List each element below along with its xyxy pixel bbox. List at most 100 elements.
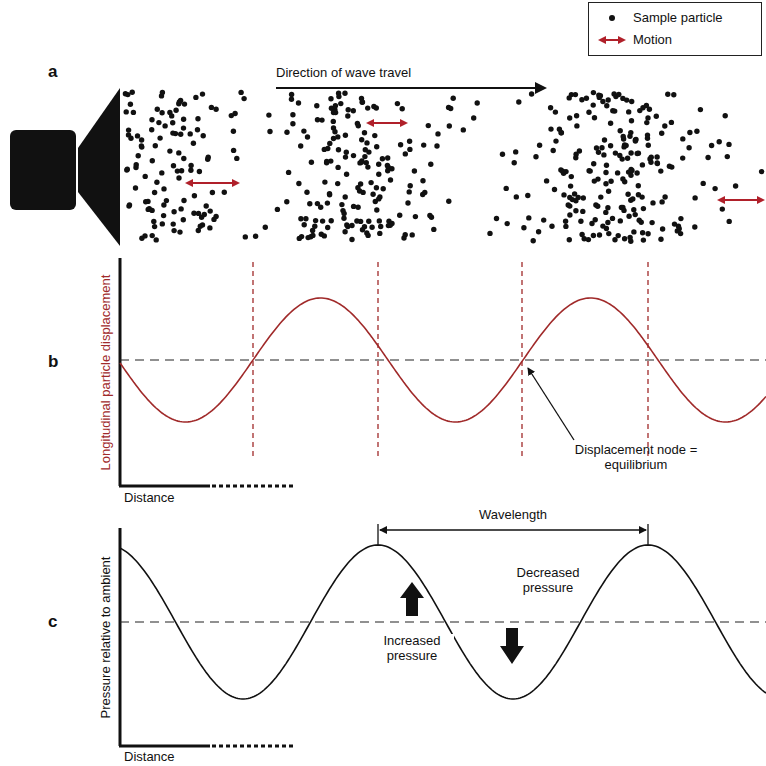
particle-dot <box>149 117 154 122</box>
particle-dot <box>567 115 572 120</box>
particle-dot <box>541 217 546 222</box>
particle-dot <box>400 106 405 111</box>
particle-dot <box>211 217 216 222</box>
particle-dot <box>408 183 413 188</box>
particle-dot <box>325 200 330 205</box>
particle-dot <box>175 168 180 173</box>
particle-dot <box>178 206 183 211</box>
particle-dot <box>686 145 691 150</box>
particle-dot <box>717 139 722 144</box>
particle-dot <box>525 193 530 198</box>
particle-dot <box>198 224 203 229</box>
particle-dot <box>629 99 634 104</box>
axis-label: Pressure relative to ambient <box>100 556 115 718</box>
particle-dot <box>723 113 728 118</box>
particle-dot <box>171 209 176 214</box>
particle-dot <box>336 94 341 99</box>
x-axis <box>119 745 210 748</box>
particle-dot <box>574 123 579 128</box>
particle-dot <box>526 215 531 220</box>
particle-dot <box>370 192 375 197</box>
particle-dot <box>231 148 236 153</box>
particle-dot <box>610 108 615 113</box>
particle-dot <box>333 103 338 108</box>
particle-dot <box>577 148 582 153</box>
particle-dot <box>635 151 640 156</box>
particle-dot <box>290 121 295 126</box>
particle-dot <box>592 115 597 120</box>
particle-dot <box>568 183 573 188</box>
direction-arrow <box>276 87 545 89</box>
particle-dot <box>620 156 625 161</box>
particle-dot <box>178 132 183 137</box>
particle-dot <box>155 107 160 112</box>
particle-dot <box>596 150 601 155</box>
particle-dot <box>422 190 427 195</box>
particle-dot <box>125 167 130 172</box>
particle-dot <box>604 103 609 108</box>
node-markers <box>253 262 648 458</box>
particle-dot <box>680 155 685 160</box>
particle-dot <box>709 143 714 148</box>
particle-dot <box>305 134 310 139</box>
particle-dot <box>188 131 193 136</box>
particle-dot <box>692 224 697 229</box>
particle-dot <box>351 204 356 209</box>
particle-dot <box>341 216 346 221</box>
particle-dot <box>410 232 415 237</box>
particle-dot <box>591 233 596 238</box>
particle-dot <box>344 222 349 227</box>
particle-dot <box>351 153 356 158</box>
particle-dot <box>601 152 606 157</box>
particle-dot <box>552 187 557 192</box>
particle-dot <box>376 172 381 177</box>
particle-dot <box>395 101 400 106</box>
particle-dot <box>544 178 549 183</box>
annotation-label: Displacement node = equilibrium <box>566 443 706 473</box>
particle-dot <box>374 144 379 149</box>
legend-row: Sample particle <box>589 7 761 29</box>
particle-dot <box>154 180 159 185</box>
particle-dot <box>606 97 611 102</box>
particle-dot <box>169 113 174 118</box>
particle-dot <box>381 186 386 191</box>
particle-dot <box>222 190 227 195</box>
particle-dot <box>128 102 133 107</box>
particle-dot <box>286 170 291 175</box>
particle-dot <box>563 219 568 224</box>
particle-dot <box>559 130 564 135</box>
particle-dot <box>188 163 193 168</box>
particle-dot <box>586 237 591 242</box>
particle-dot <box>665 92 670 97</box>
particle-dot <box>343 154 348 159</box>
particle-dot <box>177 229 182 234</box>
increase-arrow <box>400 582 424 616</box>
decrease-arrow <box>500 628 524 664</box>
particle-dot <box>159 110 164 115</box>
particle-dot <box>654 154 659 159</box>
particle-dot <box>626 214 631 219</box>
particle-dot <box>727 219 732 224</box>
particle-dot <box>640 230 645 235</box>
particle-dot <box>398 142 403 147</box>
particle-dot <box>698 107 703 112</box>
particle-dot <box>128 136 133 141</box>
particle-dot <box>720 206 725 211</box>
particle-dot <box>360 227 365 232</box>
particle-dot <box>197 169 202 174</box>
particle-dot <box>385 163 390 168</box>
particle-dot <box>631 229 636 234</box>
particle-dot <box>327 192 332 197</box>
particle-dot <box>160 221 165 226</box>
particle-dot <box>181 198 186 203</box>
particle-dot <box>368 180 373 185</box>
particle-dot <box>202 212 207 217</box>
particle-dot <box>726 142 731 147</box>
particle-dot <box>581 195 586 200</box>
wavelength-bracket <box>380 529 646 530</box>
particle-dot <box>351 108 356 113</box>
particle-dot <box>521 225 526 230</box>
particle-dot <box>403 151 408 156</box>
particle-dot <box>589 221 594 226</box>
particle-dot <box>385 155 390 160</box>
